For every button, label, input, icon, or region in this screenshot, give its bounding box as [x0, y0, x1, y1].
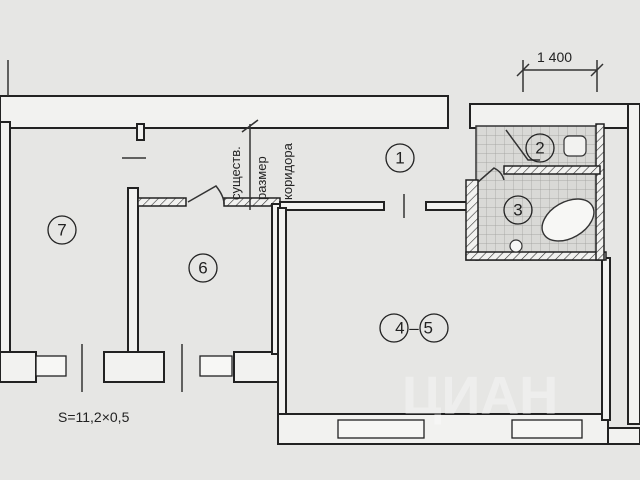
bathroom-wall-mid [503, 165, 601, 175]
outer-wall-bottom-mid [103, 351, 165, 383]
room-number-2: 2 [535, 139, 544, 158]
outer-wall-top-left [0, 95, 449, 129]
partition-hatched-1 [137, 197, 187, 207]
corridor-wall-right [425, 201, 473, 211]
room-label-45: 4 – 5 [379, 313, 449, 343]
wall-room-45-right [601, 257, 611, 421]
room-label-7: 7 [47, 215, 77, 245]
dimension-label: 1 400 [537, 49, 572, 65]
room-number-7: 7 [57, 221, 66, 240]
room-number-6: 6 [198, 259, 207, 278]
wall-room-45-left [277, 207, 287, 421]
corridor-note-line-2: размер [254, 156, 269, 200]
outer-wall-bottom-left [0, 351, 37, 383]
wall-room-7-left [0, 121, 11, 355]
room-number-1: 1 [395, 149, 404, 168]
window-room-45-1 [337, 419, 425, 439]
door-swing-bath [477, 167, 505, 183]
corridor-note-line-3: коридора [280, 142, 295, 200]
wall-stub-top [136, 123, 145, 141]
room-number-45: 4 – 5 [395, 319, 433, 338]
corridor-note-line-1: существ. [228, 146, 243, 200]
outer-wall-right [627, 103, 640, 425]
window-room-6 [199, 355, 233, 377]
dimension-marker: 1 400 [516, 49, 604, 92]
corridor-wall-left [279, 201, 385, 211]
window-room-7 [35, 355, 67, 377]
bathtub-icon [541, 198, 595, 242]
room-number-3: 3 [513, 201, 522, 220]
toilet-icon [563, 135, 587, 157]
room-label-6: 6 [188, 253, 218, 283]
outer-wall-top-right [469, 103, 640, 129]
room-label-1: 1 [385, 143, 415, 173]
bathroom-wall-left [465, 179, 479, 261]
door-swing-room-6 [187, 185, 225, 205]
watermark: ЦИАН [402, 366, 558, 426]
area-formula: S=11,2×0,5 [58, 409, 130, 425]
window-room-45-2 [511, 419, 583, 439]
outer-wall-bottom-6 [233, 351, 283, 383]
bathroom-wall-bottom [465, 251, 607, 261]
wall-room-7-right [127, 187, 139, 355]
outer-wall-bottom-right [607, 427, 640, 445]
room-label-3: 3 [503, 195, 533, 225]
sink-icon [509, 239, 523, 253]
bathroom-wall-right [595, 123, 605, 261]
room-label-2: 2 [525, 133, 555, 163]
door-swing-wc [505, 129, 540, 161]
